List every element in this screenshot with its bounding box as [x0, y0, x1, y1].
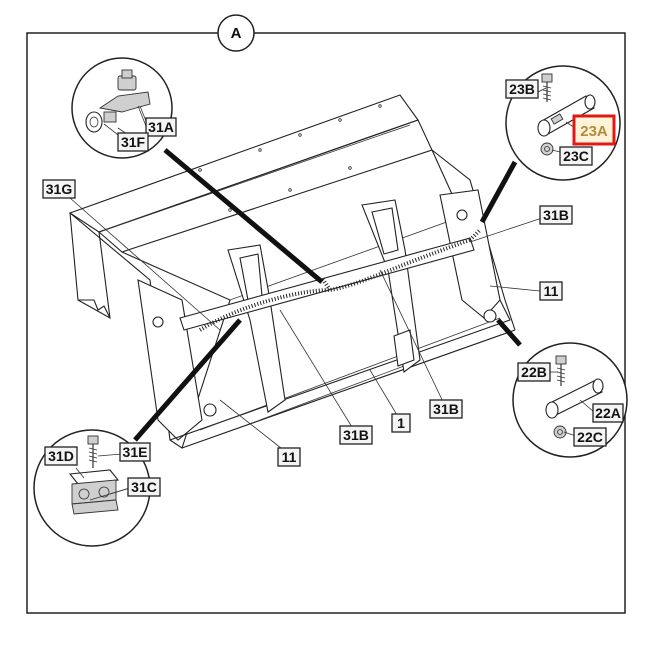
callout-31g-text: 31G — [46, 181, 73, 197]
callout-23a-text: 23A — [580, 123, 608, 140]
callout-1-text: 1 — [397, 415, 405, 431]
callout-11-right-text: 11 — [544, 283, 559, 299]
callout-31f: 31F — [117, 132, 149, 152]
bucket-drawing — [68, 94, 516, 449]
callout-23c: 23C — [559, 146, 593, 166]
callout-31d-text: 31D — [48, 448, 74, 464]
callout-31e-text: 31E — [123, 444, 148, 460]
callout-31a: 31A — [145, 117, 177, 137]
callout-11-low-text: 11 — [282, 449, 297, 465]
callout-31c-text: 31C — [131, 479, 157, 495]
callout-31b-low: 31B — [429, 399, 463, 419]
callout-31g: 31G — [42, 179, 76, 199]
callout-31b-mid-text: 31B — [343, 427, 369, 443]
callout-31b-mid: 31B — [339, 425, 373, 445]
callout-22c: 22C — [573, 427, 607, 447]
callout-23b-text: 23B — [509, 81, 535, 97]
callout-22b-text: 22B — [521, 364, 547, 380]
callout-31d: 31D — [44, 446, 78, 466]
callout-22a-text: 22A — [595, 405, 621, 421]
callout-22b: 22B — [517, 362, 551, 382]
section-marker: A — [217, 14, 255, 52]
leader-lines — [69, 87, 595, 501]
callout-22c-text: 22C — [577, 429, 603, 445]
section-marker-text: A — [231, 25, 242, 42]
callout-31b-low-text: 31B — [433, 401, 459, 417]
callout-23c-text: 23C — [563, 148, 589, 164]
callout-31f-text: 31F — [121, 134, 146, 150]
callout-31b-top-text: 31B — [543, 207, 569, 223]
callout-23b: 23B — [505, 79, 539, 99]
callout-1: 1 — [391, 413, 411, 433]
diagram-frame — [26, 32, 626, 614]
callout-11-low: 11 — [277, 447, 301, 467]
callout-22a: 22A — [592, 403, 624, 423]
callout-31c: 31C — [127, 477, 161, 497]
callout-31e: 31E — [119, 442, 151, 462]
callout-31b-top: 31B — [539, 205, 573, 225]
detail-22 — [512, 342, 628, 458]
callout-31a-text: 31A — [148, 119, 174, 135]
callout-23a-highlighted[interactable]: 23A — [572, 114, 616, 146]
callout-11-right: 11 — [539, 281, 563, 301]
